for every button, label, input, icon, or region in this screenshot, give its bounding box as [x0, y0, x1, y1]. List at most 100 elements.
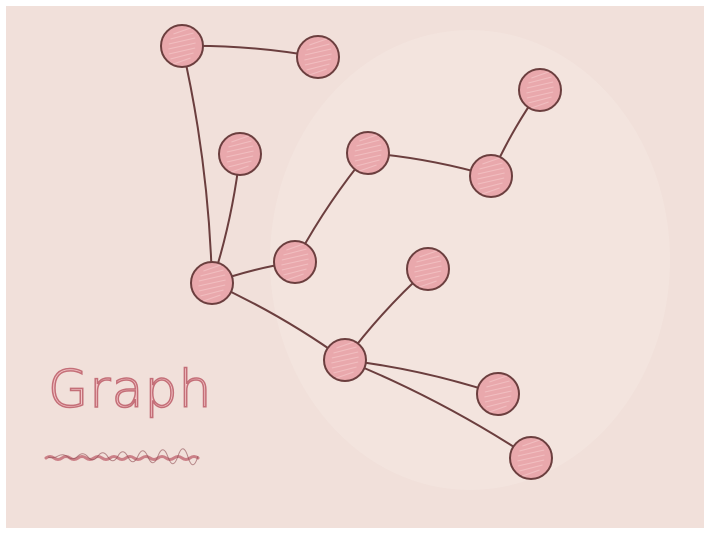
- node-hatch: [414, 270, 442, 278]
- node-hatch: [198, 274, 226, 282]
- node-hatch: [203, 294, 221, 302]
- node-hatch: [331, 351, 359, 359]
- node-hatch: [419, 280, 437, 288]
- node-hatch: [359, 164, 377, 172]
- node-hatch: [336, 341, 354, 349]
- node-hatch: [517, 449, 545, 457]
- node-hatch: [226, 145, 254, 153]
- node-hatch: [519, 444, 543, 452]
- node-hatch: [479, 182, 503, 190]
- node-n2: [296, 35, 340, 79]
- node-hatch: [203, 264, 221, 272]
- node-hatch: [519, 464, 543, 472]
- node-hatch: [200, 269, 224, 277]
- node-hatch: [231, 165, 249, 173]
- node-hatch: [482, 157, 500, 165]
- node-hatch: [416, 275, 440, 283]
- node-hatch: [414, 265, 442, 273]
- node-hatch: [526, 81, 554, 89]
- node-hatch: [517, 459, 545, 467]
- node-hatch: [200, 289, 224, 297]
- node-hatch: [419, 250, 437, 258]
- node-hatch: [173, 57, 191, 65]
- node-n12: [509, 436, 553, 480]
- node-hatch: [354, 154, 382, 162]
- node-hatch: [484, 390, 512, 398]
- node-n5: [190, 261, 234, 305]
- node-hatch: [226, 155, 254, 163]
- node-hatch: [309, 68, 327, 76]
- node-hatch: [309, 38, 327, 46]
- node-hatch: [306, 43, 330, 51]
- node-hatch: [489, 375, 507, 383]
- node-hatch: [170, 32, 194, 40]
- node-hatch: [304, 53, 332, 61]
- node-hatch: [168, 42, 196, 50]
- node-hatch: [354, 149, 382, 157]
- node-hatch: [414, 260, 442, 268]
- node-hatch: [416, 255, 440, 263]
- node-n4: [218, 132, 262, 176]
- node-hatch: [526, 86, 554, 94]
- node-hatch: [283, 268, 307, 276]
- node-hatch: [477, 177, 505, 185]
- node-hatch: [333, 366, 357, 374]
- node-n10: [323, 338, 367, 382]
- node-hatch: [306, 63, 330, 71]
- node-hatch: [522, 439, 540, 447]
- node-hatch: [528, 96, 552, 104]
- node-hatch: [228, 160, 252, 168]
- node-hatch: [286, 273, 304, 281]
- node-hatch: [477, 172, 505, 180]
- node-hatch: [198, 279, 226, 287]
- node-hatch: [477, 167, 505, 175]
- node-hatch: [168, 47, 196, 55]
- node-hatch: [336, 371, 354, 379]
- node-hatch: [359, 134, 377, 142]
- node-hatch: [281, 253, 309, 261]
- node-n1: [160, 24, 204, 68]
- node-hatch: [173, 27, 191, 35]
- node-hatch: [522, 469, 540, 477]
- node-hatch: [170, 52, 194, 60]
- edge-n1-n5: [181, 45, 213, 284]
- node-hatch: [484, 385, 512, 393]
- node-hatch: [531, 101, 549, 109]
- node-hatch: [517, 454, 545, 462]
- node-hatch: [531, 71, 549, 79]
- nodes-layer: [160, 24, 562, 480]
- node-hatch: [356, 159, 380, 167]
- node-hatch: [231, 135, 249, 143]
- node-hatch: [479, 162, 503, 170]
- node-hatch: [281, 258, 309, 266]
- node-hatch: [489, 405, 507, 413]
- node-hatch: [226, 150, 254, 158]
- diagram-title: Graph: [47, 360, 213, 420]
- node-n8: [469, 154, 513, 198]
- node-hatch: [286, 243, 304, 251]
- node-hatch: [304, 48, 332, 56]
- title-underline-scribble: [44, 448, 200, 466]
- node-n11: [476, 372, 520, 416]
- node-hatch: [486, 400, 510, 408]
- node-hatch: [283, 248, 307, 256]
- node-hatch: [304, 58, 332, 66]
- node-n3: [518, 68, 562, 112]
- node-hatch: [482, 187, 500, 195]
- node-hatch: [333, 346, 357, 354]
- node-hatch: [198, 284, 226, 292]
- node-hatch: [331, 361, 359, 369]
- node-hatch: [486, 380, 510, 388]
- node-hatch: [228, 140, 252, 148]
- node-hatch: [356, 139, 380, 147]
- node-hatch: [281, 263, 309, 271]
- node-hatch: [528, 76, 552, 84]
- node-hatch: [526, 91, 554, 99]
- edge-n10-n12: [344, 359, 532, 459]
- node-hatch: [484, 395, 512, 403]
- node-hatch: [331, 356, 359, 364]
- node-n6: [273, 240, 317, 284]
- node-hatch: [354, 144, 382, 152]
- node-n7: [346, 131, 390, 175]
